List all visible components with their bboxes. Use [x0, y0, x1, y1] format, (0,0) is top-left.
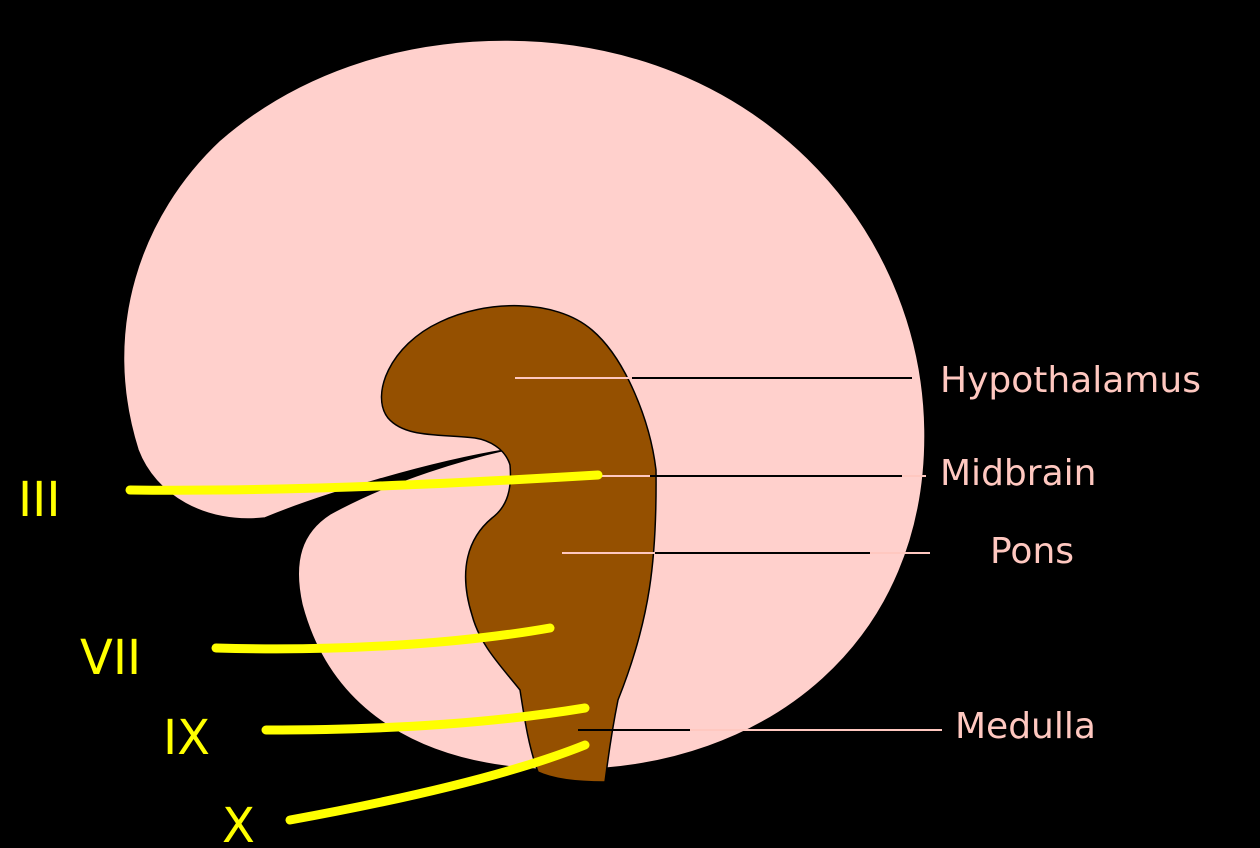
hypothalamus-label: Hypothalamus [940, 360, 1201, 401]
pons-label: Pons [990, 531, 1074, 572]
nerve-iii-label: III [18, 472, 60, 528]
nerve-x-label: X [222, 798, 255, 848]
nerve-vii-label: VII [80, 630, 141, 686]
midbrain-label: Midbrain [940, 453, 1096, 494]
nerve-ix-label: IX [163, 710, 210, 766]
medulla-label: Medulla [955, 706, 1096, 747]
